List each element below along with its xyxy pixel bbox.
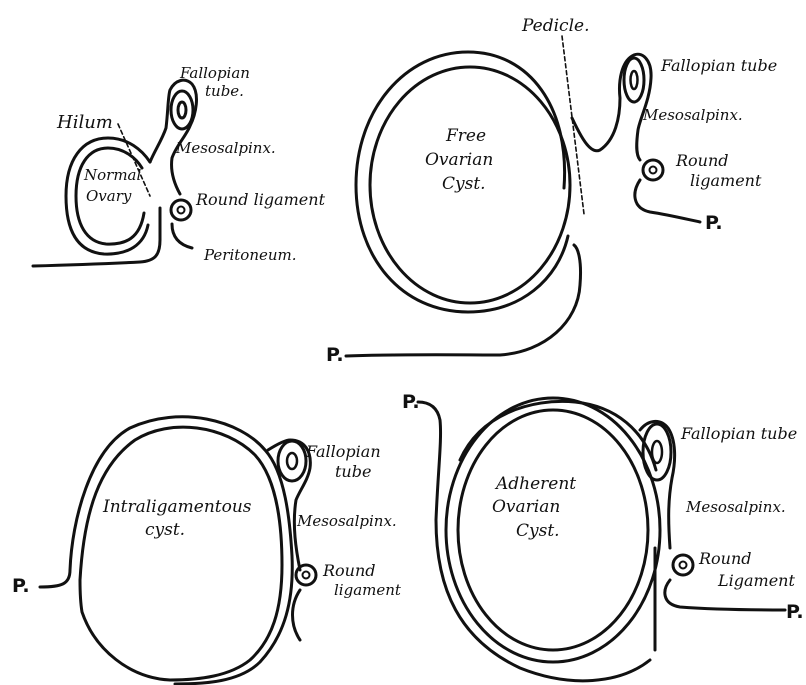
adherent-fallopian-tube-outer	[643, 424, 671, 480]
intra-cyst-label-1: Intraligamentous	[103, 499, 252, 516]
free-fallopian-tube-outer	[624, 58, 644, 102]
intra-mesosalpinx-line	[268, 440, 310, 570]
adherent-round-ligament-outer	[673, 555, 693, 575]
normal-round-ligament-inner	[178, 207, 185, 214]
normal-peritoneum-right	[172, 224, 192, 248]
adherent-cyst-label-3: Cyst.	[516, 523, 560, 540]
adherent-round-label-1: Round	[699, 551, 752, 567]
adherent-mesosalpinx-label: Mesosalpinx.	[686, 500, 786, 515]
normal-peritoneum-line	[33, 208, 160, 266]
intra-fallopian-label-2: tube	[335, 464, 371, 480]
normal-fallopian-label-1: Fallopian	[180, 66, 250, 81]
normal-ovary-label-2: Ovary	[86, 189, 131, 204]
normal-round-ligament-label: Round ligament	[196, 192, 325, 208]
intra-p-label: P.	[12, 577, 30, 596]
intra-round-label-1: Round	[323, 563, 376, 579]
normal-fallopian-tube-inner	[178, 102, 186, 118]
normal-mesosalpinx-label: Mesosalpinx.	[176, 141, 276, 156]
intra-round-label-2: ligament	[334, 583, 401, 598]
free-fallopian-tube-inner	[631, 71, 638, 89]
free-mesosalpinx-line	[572, 54, 651, 160]
free-round-ligament-inner	[650, 167, 657, 174]
intra-peritoneum-right	[293, 590, 301, 640]
normal-fallopian-label-2: tube.	[205, 84, 244, 99]
intraligamentous-diagram	[40, 417, 316, 684]
free-round-label-1: Round	[676, 153, 729, 169]
adherent-fallopian-tube-inner	[652, 441, 662, 463]
intra-cyst-outer	[40, 417, 292, 684]
adherent-p-top-label: P.	[402, 393, 420, 412]
adherent-cyst-label-2: Ovarian	[492, 499, 560, 516]
free-cyst-label-2: Ovarian	[425, 152, 493, 169]
free-mesosalpinx-label: Mesosalpinx.	[643, 108, 743, 123]
intra-fallopian-tube-inner	[287, 453, 297, 469]
intra-round-ligament-inner	[303, 572, 310, 579]
normal-peritoneum-label: Peritoneum.	[204, 248, 297, 263]
normal-fallopian-tube-outer	[171, 91, 193, 129]
intra-fallopian-tube-outer	[278, 441, 306, 481]
free-pedicle-label: Pedicle.	[522, 18, 589, 35]
free-round-label-2: ligament	[690, 173, 761, 189]
intra-cyst-label-2: cyst.	[145, 522, 185, 539]
free-fallopian-label: Fallopian tube	[661, 58, 777, 74]
intra-round-ligament-outer	[296, 565, 316, 585]
intra-mesosalpinx-label: Mesosalpinx.	[297, 514, 397, 529]
free-cyst-label-3: Cyst.	[442, 176, 486, 193]
free-p-right-label: P.	[705, 214, 723, 233]
normal-ovary-label-1: Normal	[84, 168, 141, 183]
free-round-ligament-outer	[643, 160, 663, 180]
intra-fallopian-label-1: Fallopian	[306, 444, 381, 460]
adherent-fallopian-label: Fallopian tube	[681, 426, 797, 442]
adherent-round-ligament-inner	[680, 562, 687, 569]
normal-round-ligament-outer	[171, 200, 191, 220]
free-p-left-label: P.	[326, 346, 344, 365]
normal-hilum-line	[118, 124, 150, 196]
free-cyst-label-1: Free	[446, 128, 486, 145]
normal-hilum-label: Hilum	[57, 114, 113, 132]
intra-cyst-inner	[80, 427, 282, 680]
adherent-p-right-label: P.	[786, 603, 804, 622]
free-cyst-diagram	[346, 36, 700, 356]
adherent-round-label-2: Ligament	[718, 573, 795, 589]
adherent-cyst-label-1: Adherent	[496, 476, 576, 493]
